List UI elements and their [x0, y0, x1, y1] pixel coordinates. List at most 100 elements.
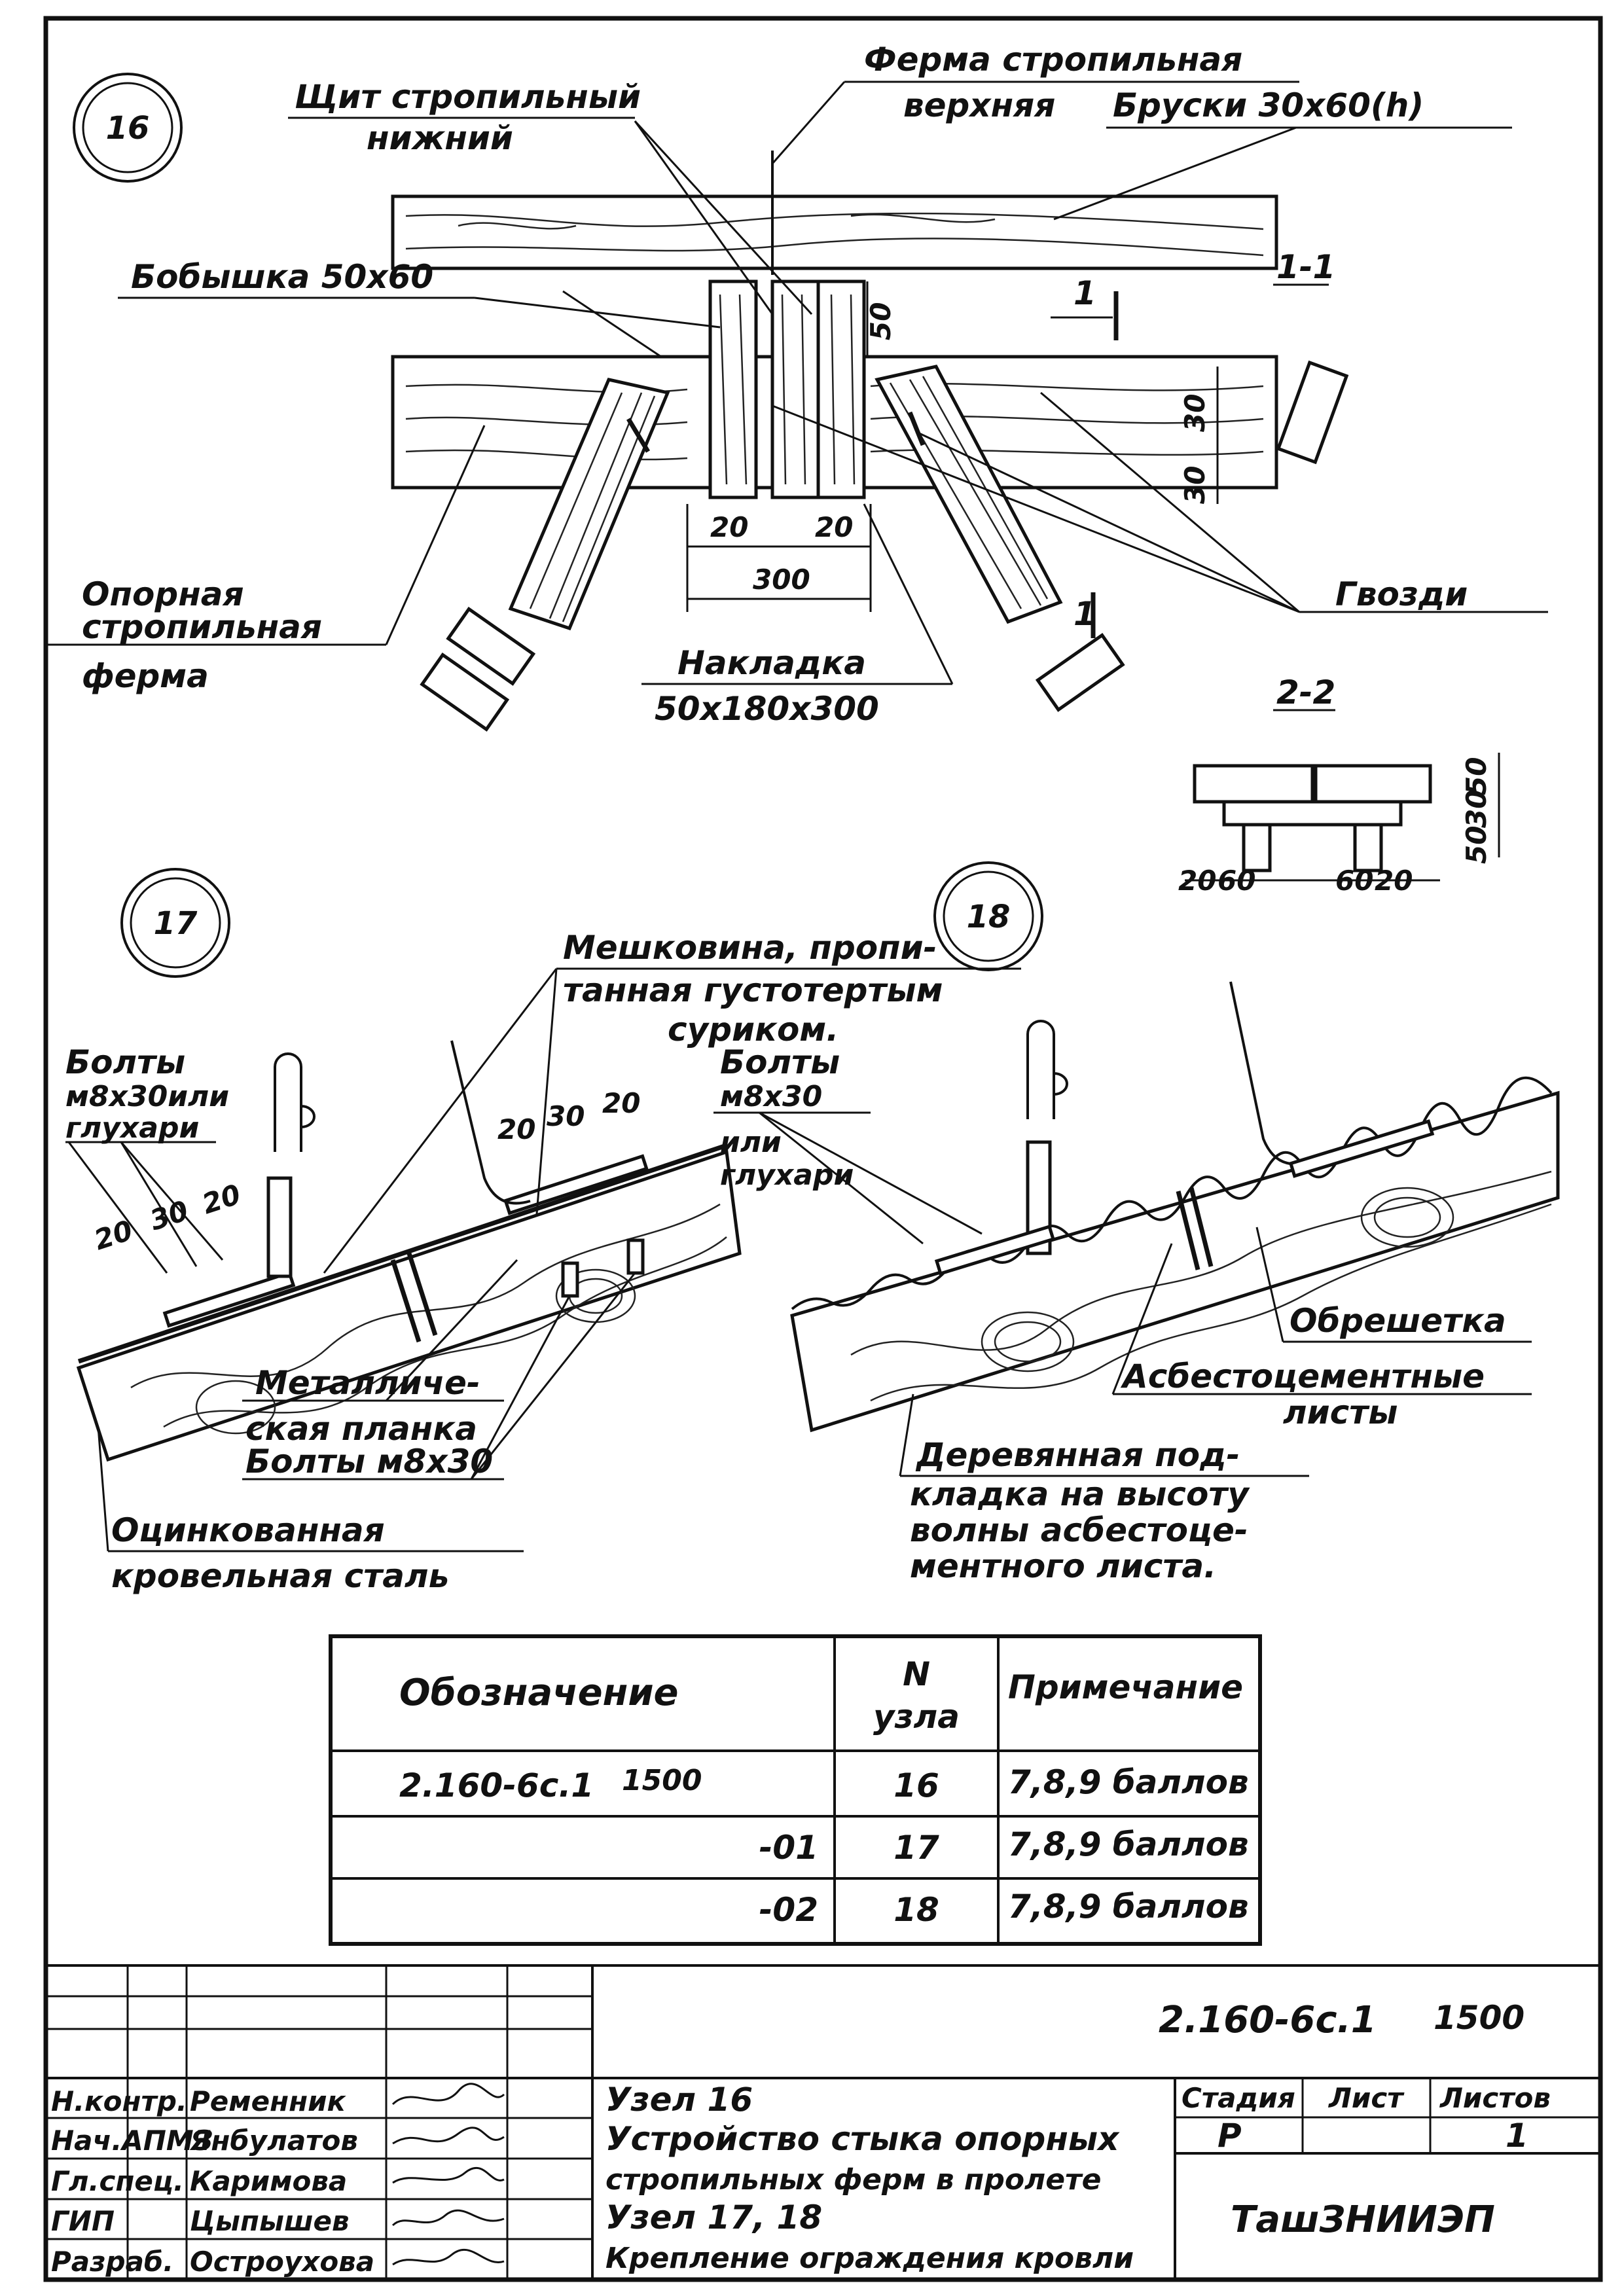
node-18-marker [933, 861, 1043, 971]
person-name-4: Цыпышев [190, 2205, 350, 2237]
boss-grain [719, 294, 856, 485]
person-role-2: Нач.АПМЗ [51, 2125, 213, 2157]
node-17-burlap-line1: Мешковина, пропи- [563, 929, 937, 967]
node-17-bolt-1 [561, 1261, 579, 1298]
label-bars: Бруски 30х60(h) [1113, 86, 1424, 124]
person-name-2: Янбулатов [189, 2125, 358, 2157]
node-17-dim-b: 30 [146, 1194, 192, 1237]
node-18-marker-inner [943, 870, 1034, 962]
node-18-number: 18 [967, 899, 1011, 935]
person-role-1: Н.контр. [51, 2085, 187, 2117]
node-18-lathing: Обрешетка [1290, 1302, 1506, 1340]
node-16-marker-inner [82, 82, 173, 173]
label-support-line1: Опорная [82, 575, 244, 613]
node-17-break-2 [406, 1252, 438, 1336]
upper-truss-beam [391, 194, 1278, 270]
node-18-leaders [759, 1111, 1284, 1477]
node-16-leaders [385, 81, 1300, 685]
spec-row-2-note: 7,8,9 баллов [1008, 1825, 1249, 1863]
spec-row-3-note: 7,8,9 баллов [1008, 1888, 1249, 1926]
node-17-post-1 [266, 1176, 293, 1278]
node-18-pad-line4: ментного листа. [910, 1547, 1216, 1585]
nail-1 [626, 418, 651, 453]
upper-truss-grain [405, 212, 1264, 257]
node-16-marker [73, 73, 183, 183]
label-support-line2: стропильная [82, 608, 322, 646]
section-2-2-bar-right [1353, 823, 1383, 872]
dim-20-right: 20 [815, 511, 853, 543]
label-panel-line1: Щит стропильный [295, 78, 641, 116]
person-name-1: Ременник [190, 2085, 347, 2117]
node-17-hook-1 [274, 1052, 316, 1152]
spec-header-node-line1: N [903, 1655, 930, 1693]
dim-300: 300 [753, 564, 810, 596]
desc-line-4: Узел 17, 18 [605, 2198, 822, 2236]
desc-line-3: стропильных ферм в пролете [605, 2163, 1101, 2197]
section-mark-1: 1 [1074, 274, 1096, 312]
node-17-dim-d: 20 [497, 1113, 535, 1145]
spec-row-1-note: 7,8,9 баллов [1008, 1763, 1249, 1801]
title-block: 2.160-6с.1 1500 Н.контр. Ременник Нач.АП… [46, 1964, 1600, 2280]
node-18-pad-line3: волны асбестоце- [910, 1511, 1248, 1549]
node-18-detail: 18 Болты м8х30 или глухари Обрешетка Асб… [713, 861, 1560, 1585]
spec-header-note: Примечание [1008, 1668, 1243, 1706]
node-18-bolts-line2: м8х30 [720, 1080, 822, 1113]
spec-row-1-designation: 2.160-6с.1 [399, 1767, 594, 1804]
spec-row-3-node: 18 [893, 1891, 939, 1929]
node-18-pad-line1: Деревянная под- [915, 1436, 1240, 1474]
person-name-3: Каримова [190, 2165, 347, 2197]
section-mark-1b: 1 [1074, 595, 1096, 633]
node-17-bolt-2 [626, 1238, 645, 1275]
node-18-sheets-line1: Асбестоцементные [1120, 1357, 1485, 1395]
desc-line-5: Крепление ограждения кровли [605, 2242, 1134, 2275]
node-17-dim-e: 30 [547, 1100, 585, 1132]
node-18-bolt-strip-2 [1288, 1119, 1435, 1178]
spec-header-designation: Обозначение [399, 1672, 679, 1714]
dim-20-left: 20 [710, 511, 748, 543]
node-17-steel-top [77, 1143, 728, 1364]
person-role-3: Гл.спец. [51, 2165, 184, 2197]
section-1-1-title: 1-1 [1276, 248, 1335, 286]
support-strut-right [875, 365, 1063, 624]
boss-center [770, 279, 820, 499]
spec-row-2-designation: -01 [759, 1829, 818, 1867]
section-2-2-board-left [1193, 764, 1314, 804]
node-17-dim-a: 20 [90, 1214, 137, 1257]
node-17-bolts2: Болты м8х30 [245, 1443, 493, 1480]
dim-50-top: 50 [865, 302, 897, 340]
stage-label: Стадия [1182, 2082, 1295, 2114]
strut-section-right [1035, 632, 1125, 712]
desc-line-2: Устройство стыка опорных [605, 2120, 1120, 2158]
boss-left [708, 279, 758, 499]
person-role-5: Разраб. [51, 2246, 173, 2278]
section-1-1-part [1276, 360, 1349, 465]
node-18-wood-grain [850, 1170, 1552, 1402]
node-17-steel-line2: кровельная сталь [111, 1557, 449, 1595]
node-17-strip-line2: ская планка [245, 1410, 477, 1448]
organization: ТашЗНИИЭП [1231, 2198, 1495, 2241]
dim-30-right-b: 30 [1179, 466, 1211, 504]
node-17-wood-grain [130, 1203, 727, 1435]
support-strut-left [508, 378, 670, 631]
label-plate-line2: 50х180х300 [655, 690, 879, 728]
node-18-bolt-strip-1 [934, 1225, 1056, 1276]
node-18-break-2 [1189, 1187, 1214, 1267]
node-17-detail: 17 Мешковина, [65, 868, 1021, 1595]
spec-table: Обозначение N узла Примечание 2.160-6с.1… [329, 1634, 1262, 1946]
node-17-marker [120, 868, 230, 978]
stage-value: Р [1218, 2117, 1242, 2155]
section-2-2-title: 2-2 [1276, 673, 1335, 711]
s22-dim-c: 60 [1335, 865, 1373, 897]
person-name-5: Остроухова [190, 2246, 374, 2278]
node-17-dim-c: 20 [198, 1178, 245, 1221]
sheet-label: Лист [1327, 2082, 1405, 2114]
node-17-burlap-line2: танная густотертым [563, 971, 943, 1009]
node-16-number: 16 [106, 110, 150, 147]
label-truss-line1: Ферма стропильная [864, 41, 1242, 79]
sheets-value: 1 [1506, 2117, 1528, 2155]
s22-dim-v1: 50 [1460, 757, 1492, 795]
node-18-bolts-line3: или [720, 1126, 782, 1159]
label-panel-line2: нижний [367, 119, 513, 157]
node-17-leaders [67, 968, 636, 1552]
